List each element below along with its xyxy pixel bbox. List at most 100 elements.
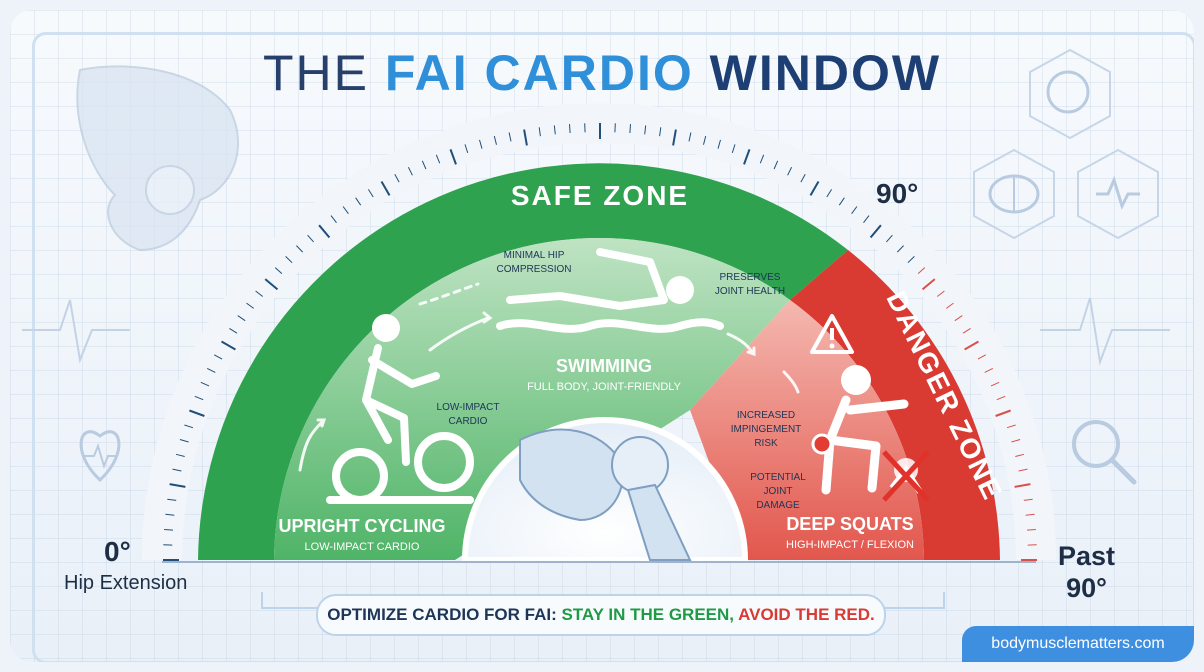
- safe-zone-area: [274, 237, 790, 560]
- tick-mark: [717, 139, 721, 149]
- tick-mark: [307, 234, 314, 243]
- tick-mark: [285, 256, 293, 264]
- tick-mark: [175, 453, 185, 457]
- tick-mark: [688, 132, 692, 142]
- tick-mark: [184, 424, 194, 429]
- tick-mark: [355, 197, 362, 206]
- swimmer-icon: [496, 248, 724, 333]
- tick-mark: [962, 327, 971, 334]
- tick-mark: [863, 215, 870, 224]
- tick-mark: [464, 144, 469, 154]
- hip-extension-label: Hip Extension: [64, 572, 188, 594]
- tick-mark: [936, 290, 945, 297]
- tick-mark: [921, 278, 936, 291]
- tick-mark: [838, 197, 845, 206]
- tick-mark: [421, 160, 427, 170]
- tick-mark: [167, 498, 177, 501]
- swimming-note-2-line-2: JOINT HEALTH: [715, 286, 785, 297]
- tick-mark: [274, 267, 283, 274]
- squats-title: DEEP SQUATS: [786, 514, 913, 534]
- tick-mark: [800, 173, 806, 183]
- tick-mark: [629, 124, 631, 134]
- tick-mark: [995, 409, 1011, 417]
- tick-mark: [229, 327, 238, 334]
- tick-mark: [1014, 483, 1031, 488]
- tick-mark: [479, 139, 483, 149]
- tick-mark: [318, 224, 331, 239]
- heartbeat-icon: [1077, 148, 1159, 240]
- tick-mark: [164, 529, 174, 531]
- page-title: THE FAI CARDIO WINDOW: [0, 44, 1204, 102]
- tick-mark: [886, 234, 893, 243]
- tick-mark: [731, 144, 736, 154]
- hip-bone-icon: [76, 65, 239, 252]
- squats-note-1-line-3: RISK: [754, 438, 778, 449]
- tick-mark: [977, 354, 987, 360]
- swimming-note-2-line-1: PRESERVES: [720, 272, 781, 283]
- tick-mark: [851, 206, 858, 214]
- cycling-subtitle: LOW-IMPACT CARDIO: [305, 541, 420, 553]
- tick-mark: [743, 149, 751, 165]
- tick-mark: [996, 395, 1006, 401]
- tick-mark: [237, 315, 246, 322]
- title-part-1: THE: [262, 45, 385, 101]
- magnifier-icon: [1072, 420, 1137, 485]
- cycling-note-line-2: CARDIO: [449, 416, 488, 427]
- tick-mark: [172, 468, 182, 472]
- ecg-right-line: [1040, 297, 1170, 366]
- tick-mark: [200, 381, 210, 387]
- tick-mark: [380, 181, 391, 196]
- tick-mark: [1018, 468, 1028, 472]
- tick-mark: [508, 132, 512, 142]
- tick-mark: [189, 409, 205, 417]
- squat-figure-icon: [811, 365, 909, 495]
- tick-mark: [296, 245, 304, 253]
- safe-zone-label: SAFE ZONE: [511, 180, 689, 211]
- tick-mark: [907, 256, 915, 264]
- tick-mark: [213, 354, 223, 360]
- tick-mark: [493, 135, 497, 145]
- tick-mark: [672, 129, 677, 146]
- tick-mark: [984, 367, 994, 373]
- tick-mark: [449, 149, 457, 165]
- tick-mark: [990, 381, 1000, 387]
- tick-mark: [896, 245, 904, 253]
- tick-mark: [1026, 529, 1036, 531]
- tick-mark: [264, 278, 279, 291]
- squats-note-2-line-3: DAMAGE: [756, 500, 800, 511]
- tick-mark: [407, 166, 413, 176]
- tick-mark: [221, 340, 236, 351]
- title-part-2: FAI CARDIO: [384, 45, 710, 101]
- angle-past-line-2: 90°: [1066, 573, 1107, 603]
- cyclist-icon: [326, 314, 474, 504]
- bottom-message: OPTIMIZE CARDIO FOR FAI: STAY IN THE GRE…: [316, 594, 886, 636]
- head-icon: [1029, 48, 1111, 140]
- warning-icon: [810, 314, 854, 354]
- tick-mark: [206, 367, 216, 373]
- tick-mark: [330, 215, 337, 224]
- tick-mark: [342, 206, 349, 214]
- tick-mark: [703, 135, 707, 145]
- tick-mark: [255, 290, 264, 297]
- tick-mark: [394, 173, 400, 183]
- tick-mark: [1011, 439, 1021, 443]
- tick-mark: [917, 267, 926, 274]
- swimming-subtitle: FULL BODY, JOINT-FRIENDLY: [527, 381, 681, 393]
- tick-mark: [869, 224, 882, 239]
- title-part-3: WINDOW: [709, 45, 942, 101]
- tick-mark: [1015, 453, 1025, 457]
- safe-zone-band: [198, 163, 848, 561]
- tick-mark: [246, 302, 254, 309]
- tick-mark: [1006, 424, 1016, 429]
- ecg-left-line: [22, 299, 130, 364]
- brand-badge[interactable]: bodymusclematters.com: [962, 626, 1194, 662]
- squats-note-1-line-2: IMPINGEMENT: [731, 424, 802, 435]
- tick-mark: [1025, 513, 1035, 516]
- tick-mark: [946, 302, 954, 309]
- tick-mark: [523, 129, 528, 146]
- squats-note-2-line-1: POTENTIAL: [750, 472, 806, 483]
- tick-mark: [179, 439, 189, 443]
- tick-mark: [659, 127, 662, 137]
- cross-out-icon: [882, 450, 930, 502]
- tick-mark: [954, 315, 963, 322]
